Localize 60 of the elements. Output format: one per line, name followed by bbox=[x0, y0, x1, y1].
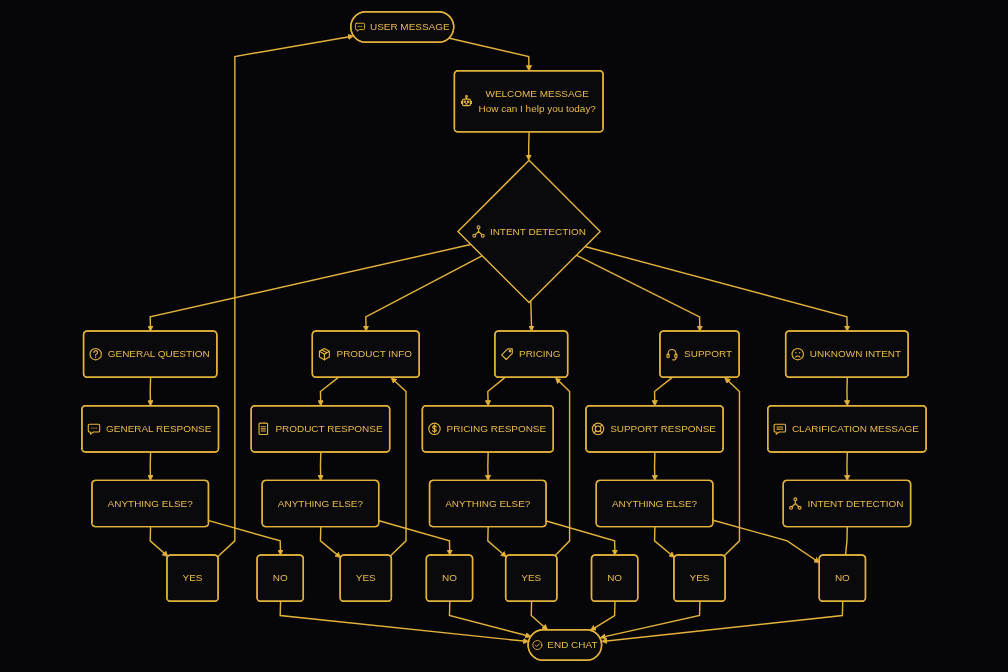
arrow bbox=[389, 377, 407, 557]
process-box: NO bbox=[256, 554, 304, 602]
process-box: CLARIFICATION MESSAGE bbox=[767, 405, 927, 453]
arrow bbox=[319, 526, 342, 558]
process-box: GENERAL RESPONSE bbox=[81, 405, 220, 453]
arrow bbox=[362, 255, 483, 332]
arrow bbox=[448, 37, 533, 72]
arrow bbox=[448, 600, 532, 639]
arrow bbox=[317, 451, 324, 482]
arrow bbox=[530, 600, 549, 631]
process-box: WELCOME MESSAGE How can I help you today? bbox=[453, 70, 604, 133]
arrow bbox=[653, 526, 675, 558]
process-box: SUPPORT RESPONSE bbox=[585, 405, 724, 453]
arrow bbox=[844, 376, 851, 407]
arrow bbox=[589, 600, 616, 631]
arrow bbox=[378, 520, 453, 556]
process-box: ANYTHING ELSE? bbox=[428, 479, 547, 528]
process-box: YES bbox=[339, 554, 393, 602]
arrow bbox=[525, 131, 532, 161]
process-box: YES bbox=[504, 554, 558, 602]
arrow bbox=[844, 451, 851, 482]
arrow bbox=[317, 376, 339, 407]
arrow bbox=[208, 519, 284, 556]
process-box: ANYTHING ELSE? bbox=[261, 479, 380, 528]
process-box: INTENT DETECTION bbox=[782, 479, 912, 528]
arrow bbox=[601, 600, 844, 645]
process-box: YES bbox=[673, 554, 726, 602]
arrow bbox=[651, 376, 673, 407]
process-box: PRODUCT RESPONSE bbox=[250, 405, 391, 453]
arrow bbox=[484, 451, 492, 482]
arrow bbox=[484, 376, 506, 407]
process-box: NO bbox=[590, 554, 639, 602]
arrow bbox=[279, 600, 530, 645]
process-box: ANYTHING ELSE? bbox=[91, 479, 210, 528]
process-box: ANYTHING ELSE? bbox=[595, 479, 714, 528]
arrow bbox=[723, 377, 741, 557]
process-box: PRICING bbox=[494, 330, 569, 378]
decision-diamond: INTENT DETECTION bbox=[456, 159, 602, 304]
process-box: YES bbox=[166, 554, 219, 602]
arrow bbox=[575, 254, 703, 332]
arrow bbox=[147, 451, 154, 482]
arrow bbox=[147, 376, 154, 407]
process-box: NO bbox=[818, 554, 867, 602]
process-box: PRICING RESPONSE bbox=[421, 405, 554, 453]
arrow bbox=[651, 451, 658, 482]
arrow bbox=[147, 243, 472, 332]
arrow bbox=[487, 526, 507, 558]
terminal-pill: END CHAT bbox=[527, 629, 603, 661]
arrow bbox=[216, 33, 355, 558]
process-box: GENERAL QUESTION bbox=[82, 330, 218, 378]
arrow bbox=[712, 519, 820, 564]
arrow bbox=[554, 377, 571, 557]
process-box: SUPPORT bbox=[659, 330, 740, 378]
arrow bbox=[149, 526, 169, 557]
arrow bbox=[599, 600, 701, 640]
process-box: UNKNOWN INTENT bbox=[784, 330, 909, 378]
process-box: NO bbox=[425, 554, 474, 602]
arrow bbox=[584, 245, 851, 332]
process-box: PRODUCT INFO bbox=[311, 330, 420, 378]
terminal-pill: USER MESSAGE bbox=[350, 11, 455, 43]
